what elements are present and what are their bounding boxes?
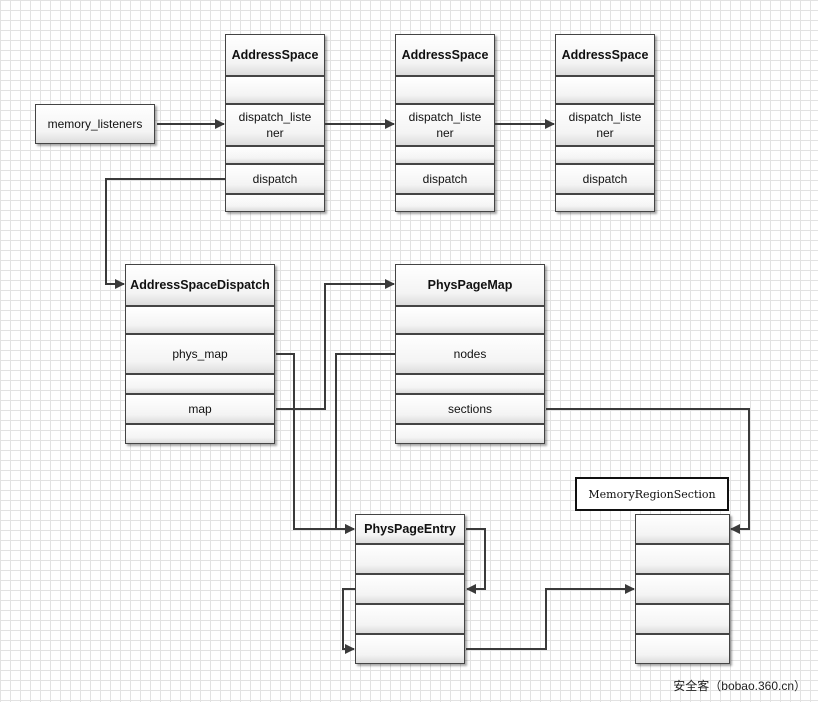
address-space-dispatch: dispatch [225, 164, 325, 194]
memory-region-section-label: MemoryRegionSection [575, 477, 729, 511]
address-space-empty-row [225, 194, 325, 212]
address-space-title-text: AddressSpace [231, 48, 319, 62]
address-space-title: AddressSpace [555, 34, 655, 76]
arrow-nodes-to-ppe [335, 353, 395, 534]
address-space-dispatch: dispatch [395, 164, 495, 194]
dispatch-text: dispatch [252, 172, 298, 186]
ppm-nodes: nodes [395, 334, 545, 374]
asd-empty-row [125, 374, 275, 394]
mrs-row [635, 544, 730, 574]
sections-text: sections [447, 402, 493, 416]
memory-listeners-label: memory_listeners [47, 117, 143, 131]
address-space-empty-row [555, 76, 655, 104]
phys-page-map-title-text: PhysPageMap [427, 278, 513, 292]
arrow-ppe-self-loop [466, 528, 486, 594]
phys-page-entry-title: PhysPageEntry [355, 514, 465, 544]
asd-phys-map: phys_map [125, 334, 275, 374]
asd-empty-row [125, 424, 275, 444]
watermark: 安全客（bobao.360.cn） [673, 679, 806, 693]
phys-page-map-title: PhysPageMap [395, 264, 545, 306]
address-space-dispatch-title-text: AddressSpaceDispatch [130, 278, 270, 292]
arrow-sections-to-mrs [546, 408, 750, 534]
address-space-title-text: AddressSpace [561, 48, 649, 62]
arrow-ppe-back-loop [342, 588, 355, 654]
arrow-physmap-to-ppe [276, 353, 355, 534]
ppe-row [355, 544, 465, 574]
address-space-dispatch: dispatch [555, 164, 655, 194]
dispatch-listener-text: dispatch_liste ner [568, 110, 642, 140]
ppe-row [355, 634, 465, 664]
arrow-dispatch-to-asd [105, 178, 225, 289]
dispatch-text: dispatch [422, 172, 468, 186]
arrow-map-to-ppm [276, 279, 395, 410]
mrs-row [635, 514, 730, 544]
nodes-text: nodes [453, 347, 487, 361]
address-space-empty-row [225, 76, 325, 104]
dispatch-text: dispatch [582, 172, 628, 186]
arrow-ppe-to-mrs [466, 584, 635, 650]
mrs-row [635, 634, 730, 664]
address-space-dispatch-title: AddressSpaceDispatch [125, 264, 275, 306]
ppm-sections: sections [395, 394, 545, 424]
address-space-empty-row [555, 146, 655, 164]
asd-map: map [125, 394, 275, 424]
address-space-title: AddressSpace [395, 34, 495, 76]
phys-page-entry-title-text: PhysPageEntry [364, 522, 456, 536]
address-space-empty-row [225, 146, 325, 164]
address-space-dispatch-listener: dispatch_liste ner [395, 104, 495, 146]
phys-map-text: phys_map [172, 347, 228, 361]
dispatch-listener-text: dispatch_liste ner [408, 110, 482, 140]
ppe-row [355, 574, 465, 604]
memory-region-section-text: MemoryRegionSection [588, 487, 716, 501]
address-space-title: AddressSpace [225, 34, 325, 76]
address-space-empty-row [395, 76, 495, 104]
address-space-empty-row [555, 194, 655, 212]
dispatch-listener-text: dispatch_liste ner [238, 110, 312, 140]
ppm-empty-row [395, 374, 545, 394]
mrs-row [635, 574, 730, 604]
mrs-row [635, 604, 730, 634]
ppm-empty-row [395, 424, 545, 444]
address-space-empty-row [395, 194, 495, 212]
address-space-empty-row [395, 146, 495, 164]
address-space-dispatch-listener: dispatch_liste ner [225, 104, 325, 146]
asd-empty-row [125, 306, 275, 334]
ppe-row [355, 604, 465, 634]
address-space-title-text: AddressSpace [401, 48, 489, 62]
map-text: map [188, 402, 212, 416]
memory-listeners-box: memory_listeners [35, 104, 155, 144]
ppm-empty-row [395, 306, 545, 334]
address-space-dispatch-listener: dispatch_liste ner [555, 104, 655, 146]
